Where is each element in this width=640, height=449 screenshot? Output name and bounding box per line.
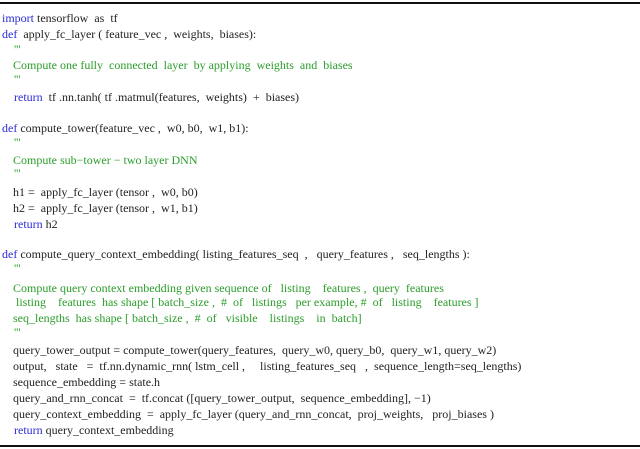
code-line: ''' (14, 325, 21, 339)
docstring: ''' (14, 325, 21, 339)
code-text: compute_query_context_embedding( listing… (17, 247, 470, 261)
code-line: h1 = apply_fc_layer (tensor , w0, b0) (13, 185, 198, 199)
code-text: query_tower_output = compute_tower(query… (13, 343, 497, 357)
keyword: return (14, 217, 43, 231)
code-text: output, state = tf.nn.dynamic_rnn( lstm_… (13, 359, 522, 373)
bottom-rule (0, 445, 640, 447)
code-line: def compute_query_context_embedding( lis… (2, 247, 470, 261)
code-text: query_context_embedding (42, 423, 174, 437)
code-line: seq_lengths has shape [ batch_size , # o… (13, 311, 362, 325)
docstring: Compute query context embedding given se… (13, 281, 444, 295)
docstring: seq_lengths has shape [ batch_size , # o… (13, 311, 362, 325)
code-line: listing features has shape [ batch_size … (13, 295, 479, 309)
code-line: ''' (14, 42, 21, 56)
code-text: query_context_embedding = apply_fc_layer… (13, 407, 494, 421)
docstring: ''' (14, 72, 21, 86)
code-line: Compute sub−tower − two layer DNN (13, 153, 198, 167)
code-line: query_context_embedding = apply_fc_layer… (13, 407, 494, 421)
docstring: ''' (14, 135, 21, 149)
keyword: return (14, 423, 43, 437)
code-text: query_and_rnn_concat = tf.concat ([query… (13, 391, 431, 405)
code-text: compute_tower(feature_vec , w0, b0, w1, … (17, 121, 249, 135)
docstring: ''' (14, 166, 21, 180)
code-text: h2 = apply_fc_layer (tensor , w1, b1) (13, 201, 198, 215)
code-text: tensorflow as tf (34, 11, 118, 25)
code-text: apply_fc_layer ( feature_vec , weights, … (17, 27, 257, 41)
code-line: query_and_rnn_concat = tf.concat ([query… (13, 391, 431, 405)
code-line: def apply_fc_layer ( feature_vec , weigh… (2, 27, 256, 41)
code-line: query_tower_output = compute_tower(query… (13, 343, 496, 357)
code-text: tf .nn.tanh( tf .matmul(features, weight… (42, 90, 300, 104)
code-line: ''' (14, 261, 21, 275)
keyword: import (2, 11, 34, 25)
code-line: Compute one fully connected layer by app… (13, 58, 353, 72)
keyword: def (2, 27, 18, 41)
code-line: sequence_embedding = state.h (13, 375, 160, 389)
keyword: return (14, 90, 43, 104)
docstring: ''' (14, 261, 21, 275)
code-line: return h2 (14, 217, 58, 231)
code-line: output, state = tf.nn.dynamic_rnn( lstm_… (13, 359, 521, 373)
docstring: ''' (14, 42, 21, 56)
keyword: def (2, 121, 18, 135)
code-text: h1 = apply_fc_layer (tensor , w0, b0) (13, 185, 198, 199)
code-line: ''' (14, 72, 21, 86)
code-text: sequence_embedding = state.h (13, 375, 161, 389)
docstring: Compute one fully connected layer by app… (13, 58, 353, 72)
docstring: listing features has shape [ batch_size … (13, 295, 479, 309)
code-line: ''' (14, 135, 21, 149)
top-rule (0, 2, 640, 4)
code-line: h2 = apply_fc_layer (tensor , w1, b1) (13, 201, 198, 215)
code-line: Compute query context embedding given se… (13, 281, 444, 295)
code-line: return query_context_embedding (14, 423, 174, 437)
code-line: ''' (14, 166, 21, 180)
code-text: h2 (42, 217, 58, 231)
docstring: Compute sub−tower − two layer DNN (13, 153, 198, 167)
code-line: return tf .nn.tanh( tf .matmul(features,… (14, 90, 299, 104)
code-line: def compute_tower(feature_vec , w0, b0, … (2, 121, 249, 135)
keyword: def (2, 247, 18, 261)
code-line: import tensorflow as tf (2, 11, 118, 25)
